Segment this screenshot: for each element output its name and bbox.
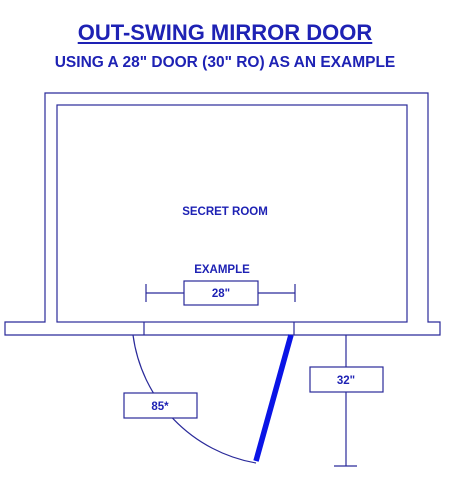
outer-wall <box>4 92 441 336</box>
angle-box <box>123 392 198 419</box>
door-width-label: 28" <box>212 288 230 300</box>
room-label: SECRET ROOM <box>182 206 268 218</box>
inner-room-outline <box>56 104 408 323</box>
door-leaf <box>253 334 294 462</box>
angle-label: 85* <box>151 401 169 413</box>
door-width-box <box>183 280 259 306</box>
clearance-box <box>309 366 384 393</box>
diagram-subtitle: USING A 28" DOOR (30" RO) AS AN EXAMPLE <box>54 54 396 71</box>
example-label: EXAMPLE <box>194 264 250 276</box>
diagram-title: OUT-SWING MIRROR DOOR <box>77 20 373 45</box>
door-swing-arc <box>132 334 257 464</box>
clearance-label: 32" <box>337 375 355 387</box>
